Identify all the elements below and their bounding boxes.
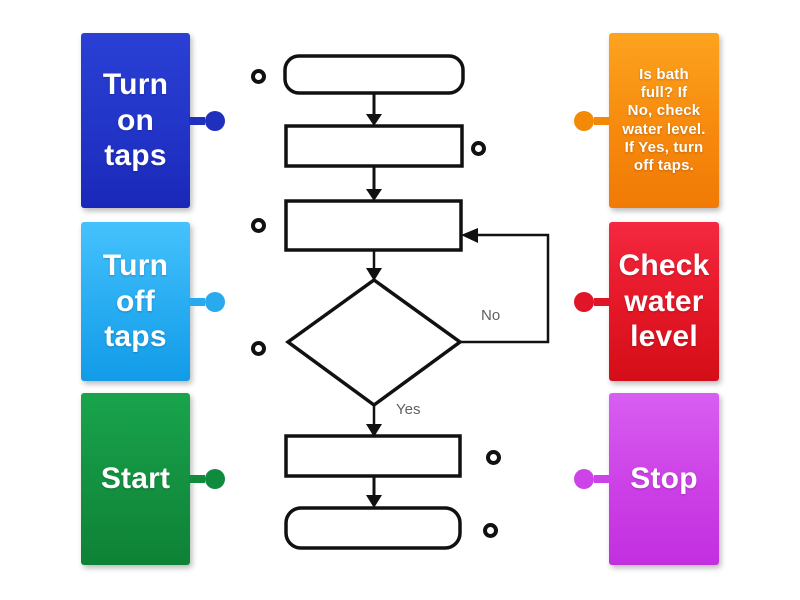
card-stop-label: Stop [630,462,698,496]
drop-target-5[interactable] [486,450,501,465]
card-check-water-level-label: Check water level [618,249,710,354]
connector-knob[interactable] [574,291,594,312]
flow-arrowhead-5 [366,495,382,508]
edge-label-yes: Yes [396,401,421,418]
card-turn-off-taps-label: Turn off taps [102,249,169,354]
flow-shape-start-terminator[interactable] [283,54,465,95]
card-start[interactable]: Start [81,393,225,565]
card-check-water-level[interactable]: Check water level [574,222,719,381]
flow-shape-process-3[interactable] [284,434,462,478]
edge-label-no: No [481,307,501,324]
card-is-bath-full-connector[interactable] [574,110,610,131]
flow-arrowhead-2 [366,189,382,201]
connector-stem [594,475,610,483]
card-turn-off-taps[interactable]: Turn off taps [81,222,225,381]
card-stop-connector[interactable] [574,469,610,489]
flow-shape-process-2[interactable] [284,199,463,252]
flow-shape-process-1[interactable] [284,124,464,168]
flow-arrowhead-3 [366,268,382,281]
flow-shape-end-terminator[interactable] [284,506,462,550]
connector-stem [594,116,610,125]
drop-target-6[interactable] [483,523,498,538]
connector-stem [189,475,205,483]
drop-target-3[interactable] [251,218,266,233]
connector-knob[interactable] [574,110,594,131]
drop-target-4[interactable] [251,341,266,356]
drop-target-1[interactable] [251,69,266,84]
card-turn-off-taps-connector[interactable] [189,291,225,312]
card-start-label: Start [100,462,171,496]
flow-arrowhead-no [461,228,478,243]
card-start-connector[interactable] [189,469,225,489]
flow-arrowhead-yes [366,424,382,437]
connector-knob[interactable] [205,110,225,131]
card-stop[interactable]: Stop [574,393,719,565]
card-turn-on-taps-label: Turn on taps [102,68,169,173]
card-turn-on-taps[interactable]: Turn on taps [81,33,225,208]
connector-stem [189,116,205,125]
connector-stem [594,297,610,306]
card-turn-on-taps-connector[interactable] [189,110,225,131]
card-is-bath-full[interactable]: Is bath full? If No, check water level. … [574,33,719,208]
flow-arrowhead-1 [366,114,382,126]
drop-target-2[interactable] [471,141,486,156]
connector-stem [189,297,205,306]
connector-knob[interactable] [574,469,594,489]
flow-edge-no [460,233,550,344]
card-check-water-level-connector[interactable] [574,291,610,312]
card-is-bath-full-label: Is bath full? If No, check water level. … [622,65,706,175]
connector-knob[interactable] [205,469,225,489]
flow-shape-decision[interactable] [285,277,463,408]
connector-knob[interactable] [205,291,225,312]
